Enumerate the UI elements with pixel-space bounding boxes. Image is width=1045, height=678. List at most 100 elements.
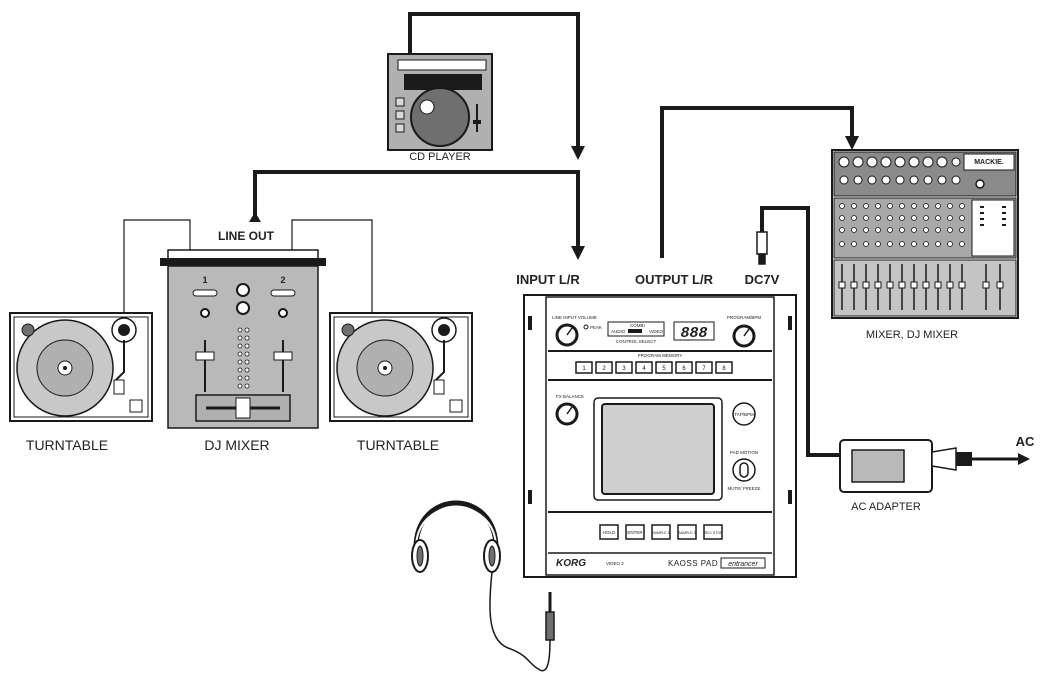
mixer: MACKIE. <box>831 149 1019 319</box>
kaoss-control-select-switch[interactable] <box>628 329 642 333</box>
label-line-out: LINE OUT <box>218 229 275 243</box>
label-turntable-right: TURNTABLE <box>357 437 439 453</box>
cable-output-to-mixer <box>660 106 854 258</box>
kaoss-memory-button-label: 1 <box>582 366 586 372</box>
kaoss-model-small: VIDEO 2 <box>606 561 624 566</box>
kaoss-rec-stop-button[interactable]: REC/ STOP <box>703 524 723 540</box>
arrow-output-mixer <box>845 136 859 150</box>
cd-jog-wheel <box>410 87 470 147</box>
arrow-ac <box>1018 453 1030 465</box>
kaoss-memory-button-label: 8 <box>722 366 726 372</box>
arrow-lineout-up <box>249 212 261 222</box>
dj-mixer-knob-top[interactable] <box>236 283 250 297</box>
kaoss-audio-label: AUDIO <box>611 329 626 334</box>
kaoss-tap-bpm-label: TAP/BPM <box>734 412 754 417</box>
kaoss-bottom-button-label: SAMPLE 1 <box>652 531 669 535</box>
label-ac-adapter: AC ADAPTER <box>851 501 921 513</box>
kaoss-fx-balance-label: FX BALANCE <box>556 394 584 399</box>
kaoss-mute-freeze-label: MUTE/ FREEZE <box>727 486 760 491</box>
kaoss-memory-button-label: 4 <box>642 366 646 372</box>
dj-mixer-crossfader[interactable] <box>235 397 251 419</box>
headphone-band <box>413 500 499 549</box>
kaoss-tap-bpm-button[interactable] <box>732 402 756 426</box>
turntable-cables <box>123 219 373 318</box>
label-ac: AC <box>1016 434 1035 449</box>
kaoss-memory-button-label: 3 <box>622 366 626 372</box>
kaoss-model-suffix: entrancer <box>728 561 758 568</box>
dj-mixer: 1 2 <box>160 249 326 429</box>
label-cd-player: CD PLAYER <box>409 151 471 163</box>
cable-adapter-to-dc <box>760 206 840 457</box>
mixer-knobs <box>839 203 965 247</box>
label-dj-mixer: DJ MIXER <box>204 437 269 453</box>
kaoss-memory-button-label: 7 <box>702 366 706 372</box>
kaoss-memory-button-7[interactable]: 7 <box>695 361 713 374</box>
headphone-plug <box>545 611 555 641</box>
label-output-lr: OUTPUT L/R <box>635 272 714 287</box>
kaoss-bottom-button-label: ENTER <box>627 530 643 535</box>
kaoss-bottom-button-label: HOLD <box>603 530 616 535</box>
kaoss-memory-button-8[interactable]: 8 <box>715 361 733 374</box>
kaoss-peak-label: PEAK <box>590 325 602 330</box>
kaoss-touch-pad[interactable] <box>601 403 715 495</box>
kaoss-memory-button-label: 5 <box>662 366 666 372</box>
label-dc7v: DC7V <box>745 272 780 287</box>
kaoss-program-bpm-label: PROGRAM/BPM <box>727 315 762 320</box>
kaoss-pad-motion-label: PAD MOTION <box>730 450 758 455</box>
kaoss-memory-button-label: 6 <box>682 366 686 372</box>
kaoss-model-name: KAOSS PAD <box>668 559 718 568</box>
cable-turntable-left <box>123 219 191 318</box>
kaoss-memory-button-4[interactable]: 4 <box>635 361 653 374</box>
kaoss-pad-motion-button[interactable] <box>732 458 756 482</box>
kaoss-pad: LINE INPUT VOLUME PEAK AUDIO COMBI VIDEO… <box>523 294 797 578</box>
dj-mixer-ch2-label: 2 <box>280 275 285 285</box>
kaoss-combi-label: COMBI <box>630 323 645 328</box>
kaoss-memory-button-6[interactable]: 6 <box>675 361 693 374</box>
headphone-cable <box>489 571 551 672</box>
kaoss-sample-1-button[interactable]: SAMPLE 1 <box>651 524 671 540</box>
arrow-cd-input <box>571 146 585 160</box>
kaoss-sample-2-button[interactable]: SAMPLE 2 <box>677 524 697 540</box>
label-input-lr: INPUT L/R <box>516 272 580 287</box>
kaoss-program-memory-label: PROGRAM MEMORY <box>638 353 683 358</box>
turntable-right <box>329 312 473 422</box>
dj-mixer-ch1-label: 1 <box>202 275 207 285</box>
kaoss-brand-logo: KORG <box>556 558 586 569</box>
arrowheads <box>249 136 859 260</box>
cd-player <box>387 53 493 151</box>
cd-display <box>404 74 482 90</box>
dj-mixer-knob-mid[interactable] <box>236 301 250 315</box>
cables <box>253 12 854 457</box>
kaoss-video-label: VIDEO <box>649 329 664 334</box>
kaoss-enter-button[interactable]: ENTER <box>625 524 645 540</box>
dj-mixer-fader-2[interactable] <box>273 351 293 361</box>
arrow-lineout-input <box>571 246 585 260</box>
kaoss-memory-button-1[interactable]: 1 <box>575 361 593 374</box>
kaoss-bottom-button-label: REC/ STOP <box>704 531 723 535</box>
mixer-brand-logo: MACKIE. <box>974 159 1004 166</box>
dj-mixer-fader-1[interactable] <box>195 351 215 361</box>
kaoss-hold-button[interactable]: HOLD <box>599 524 619 540</box>
label-turntable-left: TURNTABLE <box>26 437 108 453</box>
cable-cd-to-input <box>408 12 580 150</box>
kaoss-peak-led <box>583 324 589 330</box>
dc-plug <box>756 231 768 265</box>
kaoss-line-input-volume-label: LINE INPUT VOLUME <box>552 315 597 320</box>
kaoss-memory-button-3[interactable]: 3 <box>615 361 633 374</box>
kaoss-memory-button-2[interactable]: 2 <box>595 361 613 374</box>
kaoss-program-memory-buttons: 1 2 3 4 5 6 7 <box>575 361 733 374</box>
ac-adapter <box>839 439 1030 493</box>
headphones <box>411 500 555 672</box>
cable-turntable-right <box>291 219 373 312</box>
kaoss-memory-button-5[interactable]: 5 <box>655 361 673 374</box>
kaoss-memory-button-label: 2 <box>602 366 606 372</box>
kaoss-control-select-label: CONTROL SELECT <box>616 339 657 344</box>
kaoss-bottom-buttons: HOLD ENTER SAMPLE 1 SAMPLE 2 REC/ STOP <box>599 524 723 540</box>
mixer-input-jacks <box>838 156 961 185</box>
kaoss-display: 888 <box>680 325 707 342</box>
turntable-left <box>9 312 153 422</box>
kaoss-bottom-button-label: SAMPLE 2 <box>678 531 695 535</box>
label-mixer-dj-mixer: MIXER, DJ MIXER <box>866 329 958 341</box>
cable-lineout-to-input <box>253 170 580 250</box>
